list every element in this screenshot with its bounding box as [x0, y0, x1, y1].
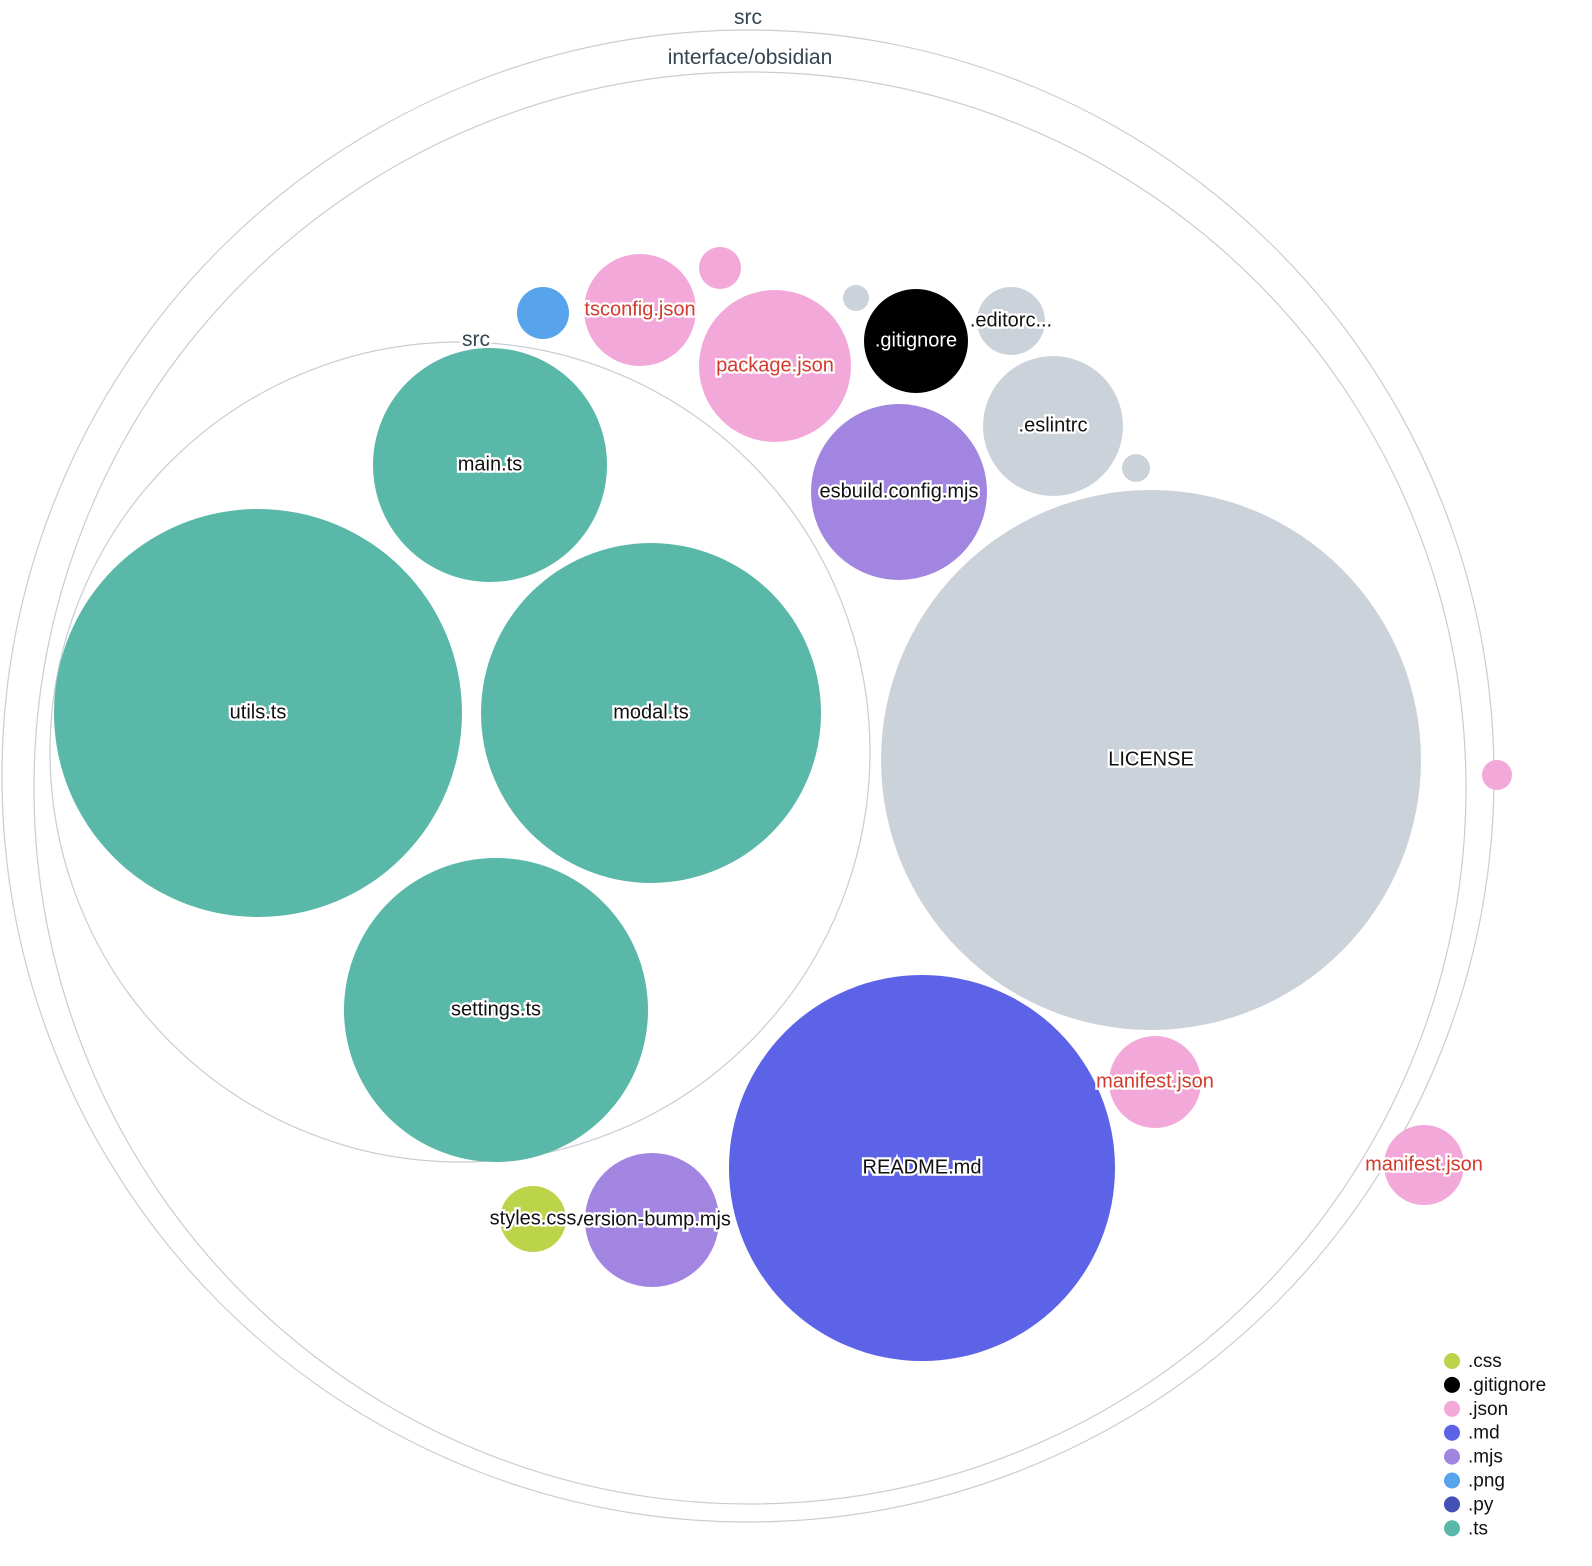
file-label-main-ts-15: main.ts [458, 453, 522, 475]
file-label-editorc-6: .editorc... [970, 309, 1052, 331]
file-label-utils-ts-16: utils.ts [230, 701, 287, 723]
legend-dot-css [1444, 1353, 1460, 1369]
file-circle-gitignore-5[interactable] [864, 289, 968, 393]
file-circle-version-bump-mjs-13[interactable] [585, 1153, 719, 1287]
legend-label-css: .css [1468, 1351, 1502, 1372]
legend-dot-py [1444, 1496, 1460, 1513]
file-label-styles-css-14: styles.css [490, 1207, 577, 1229]
legend-label-gitignore: .gitignore [1468, 1375, 1546, 1396]
file-circle-license-10[interactable] [881, 490, 1421, 1030]
legend-label-mjs: .mjs [1468, 1447, 1503, 1468]
legend-dot-gitignore [1444, 1376, 1460, 1393]
file-circle-package-json-3[interactable] [699, 290, 851, 442]
legend-item-py: .py [1444, 1494, 1494, 1515]
file-label-esbuild-config-mjs-8: esbuild.config.mjs [820, 480, 979, 502]
legend-dot-png [1444, 1472, 1460, 1489]
file-circle-styles-css-14[interactable] [500, 1186, 566, 1252]
file-label-readme-md-12: README.md [863, 1156, 982, 1178]
file-circle-manifest-json-11[interactable] [1109, 1036, 1201, 1128]
file-circle-editorc-6[interactable] [977, 287, 1045, 355]
file-label-manifest-json-20: manifest.json [1365, 1153, 1483, 1175]
file-label-settings-ts-18: settings.ts [451, 998, 541, 1020]
file-label-modal-ts-17: modal.ts [613, 701, 689, 723]
legend-item-css: .css [1444, 1351, 1502, 1372]
folder-circle-interface-obsidian-1[interactable] [33, 71, 1467, 1505]
file-label-manifest-json-11: manifest.json [1096, 1070, 1214, 1092]
file-circle-eslintrc-7[interactable] [983, 356, 1123, 496]
legend-item-ts: .ts [1444, 1518, 1488, 1539]
file-circle-none-9[interactable] [1122, 454, 1150, 482]
legend-dot-mjs [1444, 1448, 1460, 1465]
file-circle-tsconfig-json-1[interactable] [584, 254, 696, 366]
file-circle-esbuild-config-mjs-8[interactable] [811, 404, 987, 580]
file-label-version-bump-mjs-13: version-bump.mjs [573, 1208, 731, 1230]
legend-label-json: .json [1468, 1399, 1508, 1420]
file-circle-none-4[interactable] [843, 285, 869, 311]
file-label-gitignore-5: .gitignore [875, 329, 957, 351]
legend-item-png: .png [1444, 1471, 1505, 1492]
file-circle-manifest-json-20[interactable] [1384, 1125, 1464, 1205]
file-circle-modal-ts-17[interactable] [481, 543, 821, 883]
file-circle-main-ts-15[interactable] [373, 348, 607, 582]
legend-dot-json [1444, 1400, 1460, 1417]
file-circle-png-0[interactable] [517, 287, 569, 339]
file-label-license-10: LICENSE [1108, 748, 1194, 770]
legend-label-py: .py [1468, 1494, 1494, 1515]
folder-circle-src-2[interactable] [49, 341, 871, 1163]
legend-item-md: .md [1444, 1423, 1500, 1444]
file-label-package-json-3: package.json [716, 354, 834, 376]
file-circle-utils-ts-16[interactable] [54, 509, 462, 917]
legend-item-mjs: .mjs [1444, 1447, 1503, 1468]
legend-dot-md [1444, 1424, 1460, 1441]
legend-label-ts: .ts [1468, 1518, 1488, 1539]
file-circle-readme-md-12[interactable] [729, 975, 1115, 1361]
folder-label-src-0: src [734, 6, 762, 29]
legend-label-md: .md [1468, 1423, 1500, 1444]
folder-label-src-2: src [462, 328, 490, 351]
file-label-eslintrc-7: .eslintrc [1019, 414, 1088, 436]
legend-dot-ts [1444, 1520, 1460, 1537]
file-circle-json-2[interactable] [699, 247, 741, 289]
file-circle-json-19[interactable] [1482, 760, 1512, 790]
legend-label-png: .png [1468, 1471, 1505, 1492]
file-circle-settings-ts-18[interactable] [344, 858, 648, 1162]
legend-item-json: .json [1444, 1399, 1508, 1420]
file-label-tsconfig-json-1: tsconfig.json [584, 298, 695, 320]
folder-label-interface-obsidian-1: interface/obsidian [668, 46, 833, 69]
legend-item-gitignore: .gitignore [1444, 1375, 1546, 1396]
